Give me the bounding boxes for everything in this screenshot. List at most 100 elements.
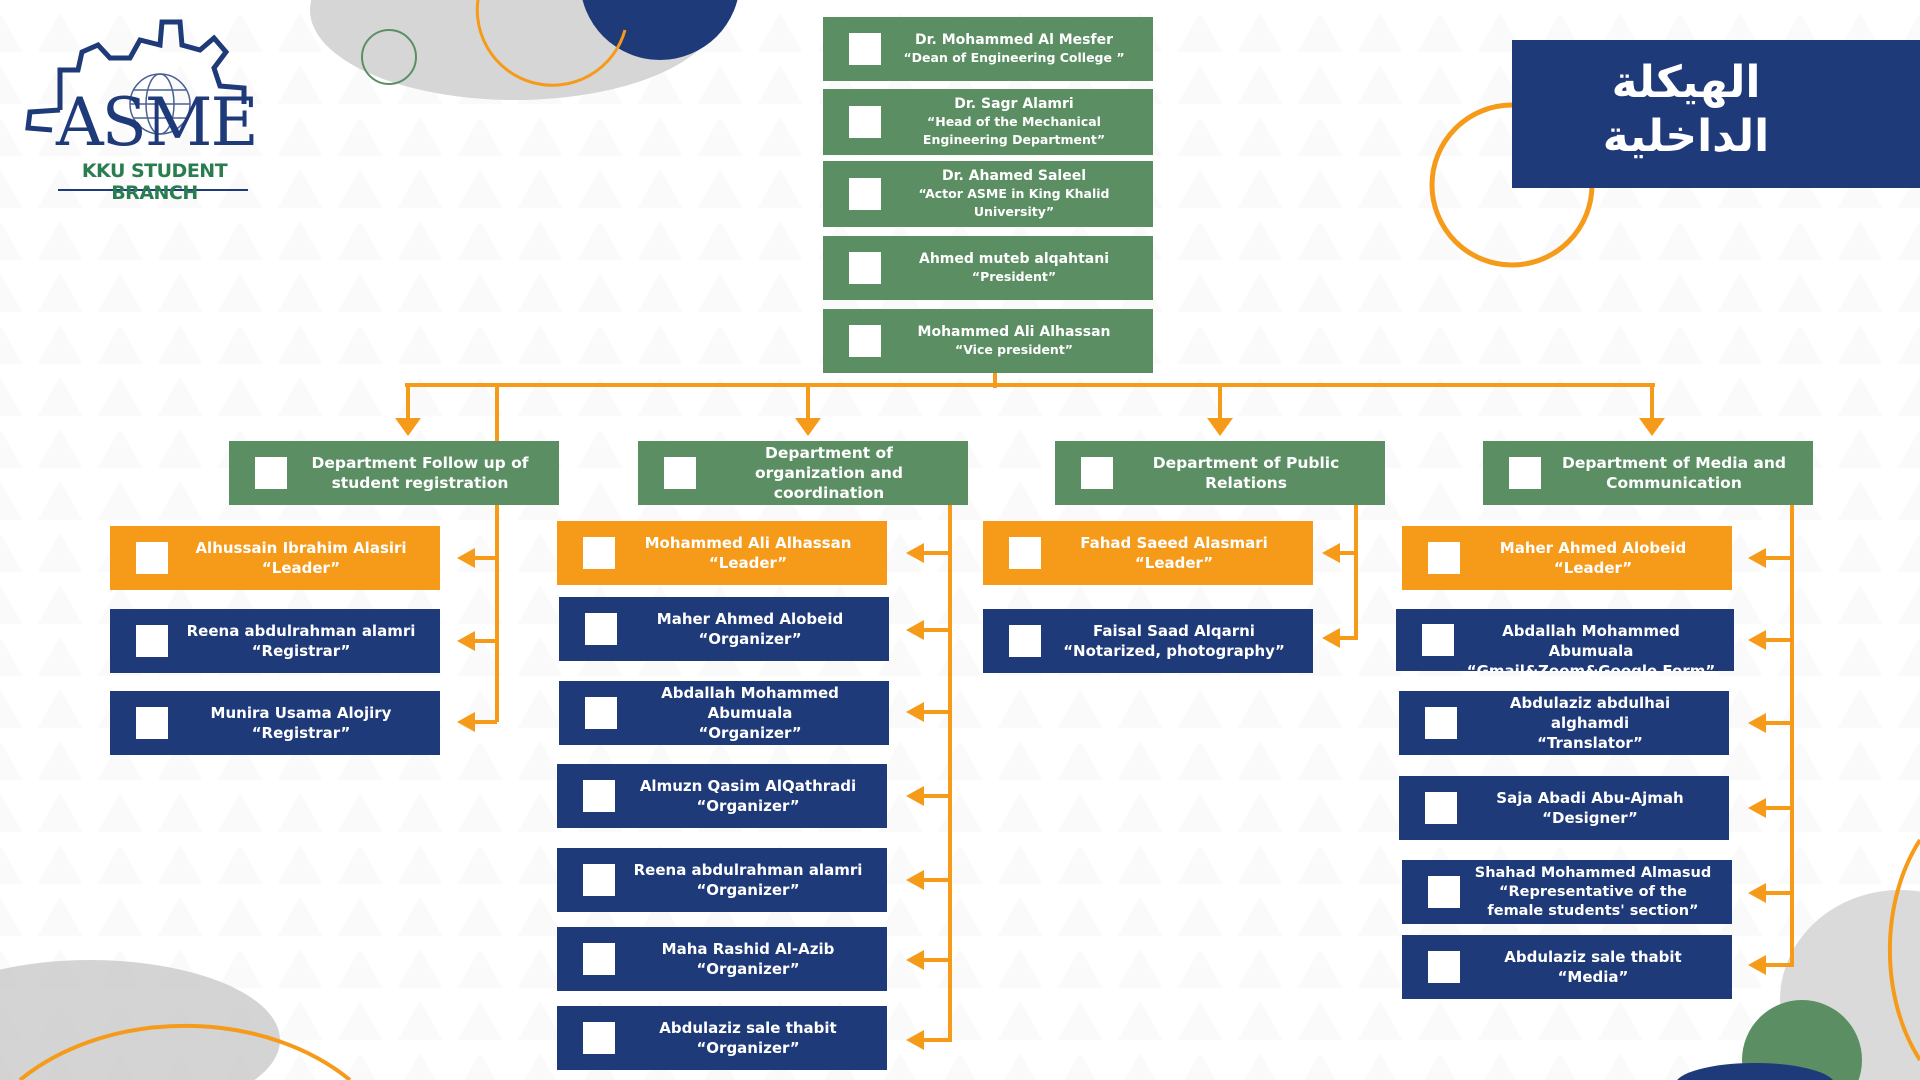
photo-placeholder [1422,624,1454,656]
photo-placeholder [849,252,881,284]
hierarchy-box-advisor: Dr. Ahamed Saleel “Actor ASME in King Kha… [823,161,1153,227]
member-role: “Leader” [1134,554,1214,572]
member-name: Alhussain Ibrahim Alasiri [195,539,407,557]
department-name: Department of Media and Communication [1561,454,1787,492]
member-card: Reena abdulrahman alamri “Organizer” [557,848,887,912]
photo-placeholder [849,33,881,65]
member-name: Almuzn Qasim AlQathradi [639,777,857,795]
member-card: Abdulaziz abdulhai alghamdi“Translator” [1399,691,1729,755]
navy-ellipse-bottom-right [1677,1063,1833,1080]
member-role: “Registrar” [251,642,351,660]
green-ring-top [361,29,417,85]
department-name: Department of Public Relations [1152,454,1340,492]
member-role: “Organizer” [696,797,800,815]
member-name: Maha Rashid Al-Azib [661,940,835,958]
page-title-line1: الهيكلة [1611,57,1761,108]
member-name: Maher Ahmed Alobeid [1499,539,1687,557]
member-name: Ahmed muteb alqahtani [918,251,1109,267]
member-role: “Representative of the female students' … [1487,883,1699,919]
member-card: Faisal Saad Alqarni “Notarized, photograp… [983,609,1313,673]
member-card: Reena abdulrahman alamri “Registrar” [110,609,440,673]
member-name: Shahad Mohammed Almasud [1474,864,1712,881]
photo-placeholder [1509,457,1541,489]
member-card: Maher Ahmed Alobeid“Organizer” [559,597,889,661]
department-box-public-relations: Department of Public Relations [1055,441,1385,505]
member-role: “President” [971,269,1057,284]
photo-placeholder [585,613,617,645]
member-name: Reena abdulrahman alamri [186,622,416,640]
member-role: “Organizer” [696,960,800,978]
member-role: “Organizer” [696,881,800,899]
member-role: “Head of the Mechanical Engineering Depa… [922,114,1106,147]
photo-placeholder [136,542,168,574]
department-box-registration: Department Follow up of student registra… [229,441,559,505]
member-name: Munira Usama Alojiry [210,704,392,722]
member-role: “Translator” [1537,734,1643,752]
orange-arc-bottom-right [1887,838,1920,1062]
hierarchy-box-president: Ahmed muteb alqahtani “President” [823,236,1153,300]
photo-placeholder [583,943,615,975]
logo-subtitle: KKU STUDENT BRANCH [81,160,228,204]
department-name: Department Follow up of student registra… [311,454,529,492]
member-name: Abdulaziz sale thabit [1504,948,1682,966]
member-card: Abdulaziz sale thabit “Organizer” [557,1006,887,1070]
member-card: Maha Rashid Al-Azib “Organizer” [557,927,887,991]
member-role: “Notarized, photography” [1063,642,1285,660]
photo-placeholder [583,864,615,896]
member-role: “Leader” [261,559,341,577]
member-name: Faisal Saad Alqarni [1093,622,1255,640]
member-name: Reena abdulrahman alamri [633,861,863,879]
member-name: Dr. Sagr Alamri [954,96,1074,112]
photo-placeholder [849,178,881,210]
member-card: Abdallah Mohammed Abumuala“Organizer” [559,681,889,745]
navy-circle-top [582,0,738,60]
member-role: “Designer” [1542,809,1638,827]
photo-placeholder [583,1022,615,1054]
photo-placeholder [1428,542,1460,574]
department-name: Department of organization and coordinat… [754,444,904,502]
photo-placeholder [136,707,168,739]
member-name: Dr. Mohammed Al Mesfer [914,32,1113,48]
hierarchy-box-dean: Dr. Mohammed Al Mesfer “Dean of Engineeri… [823,17,1153,81]
member-card: Almuzn Qasim AlQathradi “Organizer” [557,764,887,828]
photo-placeholder [1009,537,1041,569]
photo-placeholder [255,457,287,489]
gear-icon [25,19,247,133]
photo-placeholder [664,457,696,489]
member-role: “Dean of Engineering College ” [903,50,1125,65]
member-role: “Leader” [708,554,788,572]
member-name: Fahad Saeed Alasmari [1080,534,1268,552]
photo-placeholder [583,537,615,569]
photo-placeholder [849,106,881,138]
member-card: Abdallah Mohammed Abumuala“Gmail&Zoom&Go… [1396,609,1734,671]
photo-placeholder [1428,951,1460,983]
photo-placeholder [585,697,617,729]
member-name: Abdallah Mohammed Abumuala [661,684,839,722]
member-name: Abdulaziz sale thabit [659,1019,837,1037]
department-box-media: Department of Media and Communication [1483,441,1813,505]
hierarchy-box-vice-president: Mohammed Ali Alhassan“Vice president” [823,309,1153,373]
member-name: Saja Abadi Abu-Ajmah [1496,789,1684,807]
photo-placeholder [583,780,615,812]
orange-arc-top [475,0,627,87]
photo-placeholder [1009,625,1041,657]
photo-placeholder [1425,707,1457,739]
page-title: الهيكلة الداخلية [1512,40,1920,188]
green-circle-bottom-right [1742,1000,1862,1080]
member-card: Abdulaziz sale thabit“Media” [1402,935,1732,999]
member-name: Abdallah Mohammed Abumuala [1502,622,1680,660]
photo-placeholder [849,325,881,357]
member-card-leader: Mohammed Ali Alhassan“Leader” [557,521,887,585]
hierarchy-box-head: Dr. Sagr Alamri “Head of the Mechanical E… [823,89,1153,155]
member-role: “Registrar” [251,724,351,742]
member-name: Maher Ahmed Alobeid [656,610,844,628]
logo-wordmark: ASME [56,84,259,161]
member-role: “Organizer” [696,1039,800,1057]
member-role: “Vice president” [954,342,1074,357]
member-card-leader: Alhussain Ibrahim Alasiri “Leader” [110,526,440,590]
member-role: “Actor ASME in King Khalid University” [918,186,1110,219]
member-name: Dr. Ahamed Saleel [941,168,1087,184]
photo-placeholder [136,625,168,657]
department-box-organization: Department of organization and coordinat… [638,441,968,505]
